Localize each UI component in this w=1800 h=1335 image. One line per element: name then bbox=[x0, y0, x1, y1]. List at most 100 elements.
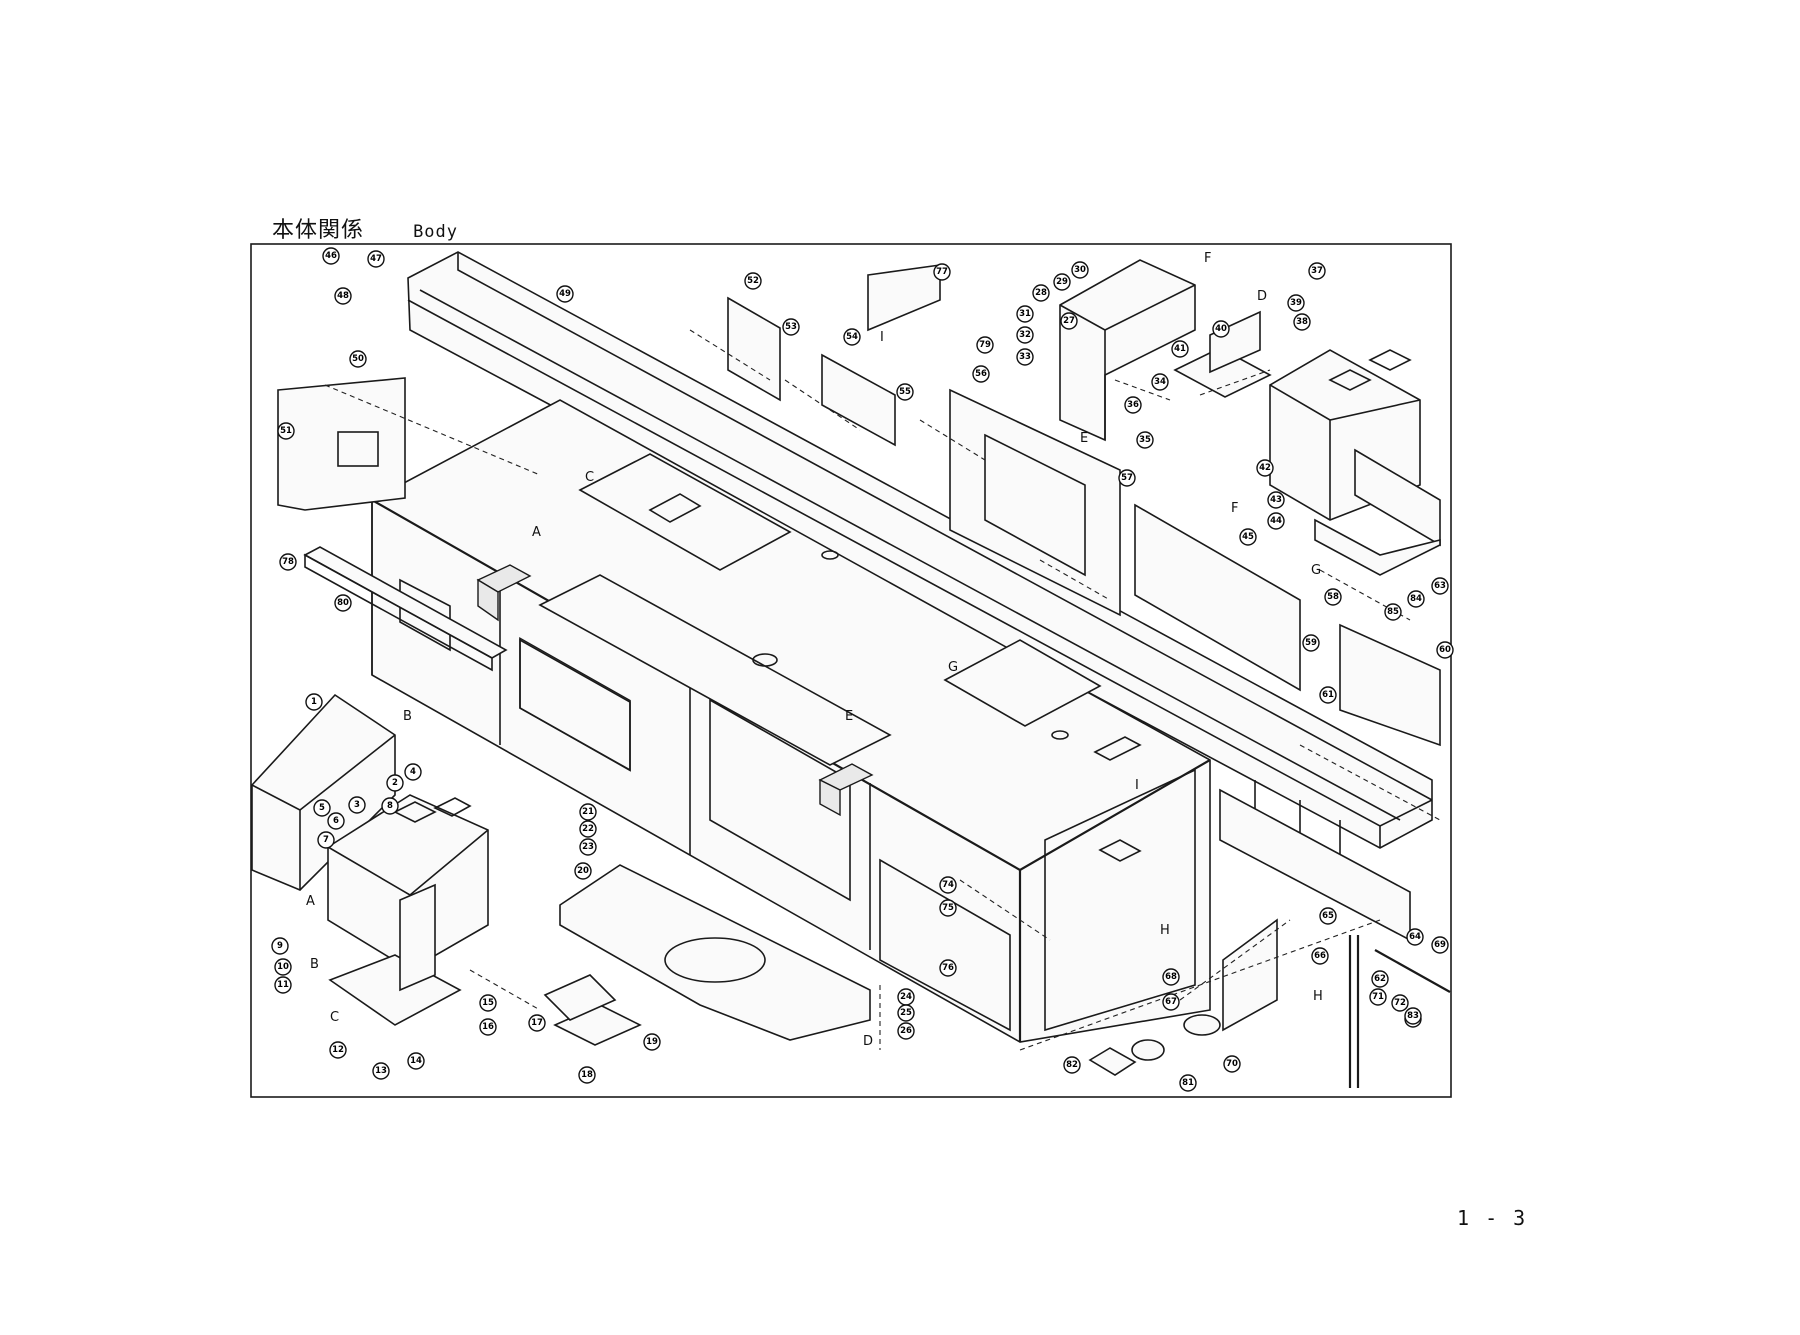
callout-label: 77 bbox=[936, 267, 948, 277]
callout-41: 41 bbox=[1172, 341, 1188, 357]
callout-label: 68 bbox=[1165, 972, 1177, 982]
callout-25: 25 bbox=[898, 1005, 914, 1021]
callout-label: 66 bbox=[1314, 951, 1326, 961]
page-number: 1 - 3 bbox=[1457, 1206, 1527, 1230]
callout-label: 6 bbox=[333, 816, 339, 826]
callout-label: 49 bbox=[559, 289, 571, 299]
callout-label: 27 bbox=[1063, 316, 1075, 326]
callout-label: 85 bbox=[1387, 607, 1399, 617]
tailstock-block bbox=[1270, 350, 1440, 575]
callout-label: 55 bbox=[899, 387, 911, 397]
callout-label: 61 bbox=[1322, 690, 1334, 700]
callout-21: 21 bbox=[580, 804, 596, 820]
callout-label: 59 bbox=[1305, 638, 1317, 648]
callout-16: 16 bbox=[480, 1019, 496, 1035]
callout-6: 6 bbox=[328, 813, 344, 829]
callout-label: 69 bbox=[1434, 940, 1446, 950]
callout-label: 11 bbox=[277, 980, 289, 990]
callout-32: 32 bbox=[1017, 327, 1033, 343]
callout-77: 77 bbox=[934, 264, 950, 280]
callout-15: 15 bbox=[480, 995, 496, 1011]
callout-label: 5 bbox=[319, 803, 325, 813]
callout-59: 59 bbox=[1303, 635, 1319, 651]
callout-label: 29 bbox=[1056, 277, 1068, 287]
callout-80: 80 bbox=[335, 595, 351, 611]
callout-58: 58 bbox=[1325, 589, 1341, 605]
callout-label: 76 bbox=[942, 963, 954, 973]
callout-label: 9 bbox=[277, 941, 283, 951]
callout-label: 7 bbox=[323, 835, 329, 845]
callout-label: 23 bbox=[582, 842, 594, 852]
callout-label: 82 bbox=[1066, 1060, 1078, 1070]
callout-13: 13 bbox=[373, 1063, 389, 1079]
callout-38: 38 bbox=[1294, 314, 1310, 330]
callout-label: 83 bbox=[1407, 1011, 1419, 1021]
callout-85: 85 bbox=[1385, 604, 1401, 620]
callout-76: 76 bbox=[940, 960, 956, 976]
callout-label: 24 bbox=[900, 992, 912, 1002]
callout-label: 70 bbox=[1226, 1059, 1238, 1069]
callout-label: 32 bbox=[1019, 330, 1031, 340]
callout-11: 11 bbox=[275, 977, 291, 993]
callout-26: 26 bbox=[898, 1023, 914, 1039]
callout-4: 4 bbox=[405, 764, 421, 780]
callout-label: 34 bbox=[1154, 377, 1166, 387]
callout-62: 62 bbox=[1372, 971, 1388, 987]
callout-label: 52 bbox=[747, 276, 759, 286]
callout-20: 20 bbox=[575, 863, 591, 879]
callout-47: 47 bbox=[368, 251, 384, 267]
callout-66: 66 bbox=[1312, 948, 1328, 964]
callout-label: 12 bbox=[332, 1045, 344, 1055]
reference-letter-b: B bbox=[403, 709, 412, 724]
callout-label: 75 bbox=[942, 903, 954, 913]
callout-53: 53 bbox=[783, 319, 799, 335]
reference-letter-c: C bbox=[585, 470, 594, 485]
callout-label: 62 bbox=[1374, 974, 1386, 984]
callout-71: 71 bbox=[1370, 989, 1386, 1005]
callout-39: 39 bbox=[1288, 295, 1304, 311]
reference-letter-h: H bbox=[1160, 923, 1170, 938]
callout-label: 4 bbox=[410, 767, 416, 777]
reference-letter-d: D bbox=[1257, 289, 1267, 304]
callout-68: 68 bbox=[1163, 969, 1179, 985]
callout-64: 64 bbox=[1407, 929, 1423, 945]
callout-44: 44 bbox=[1268, 513, 1284, 529]
callout-label: 31 bbox=[1019, 309, 1031, 319]
callout-label: 54 bbox=[846, 332, 858, 342]
callout-29: 29 bbox=[1054, 274, 1070, 290]
callout-label: 20 bbox=[577, 866, 589, 876]
callout-label: 13 bbox=[375, 1066, 387, 1076]
callout-label: 26 bbox=[900, 1026, 912, 1036]
callout-label: 74 bbox=[942, 880, 954, 890]
callout-label: 57 bbox=[1121, 473, 1133, 483]
callout-14: 14 bbox=[408, 1053, 424, 1069]
callout-78: 78 bbox=[280, 554, 296, 570]
reference-letter-i: I bbox=[880, 330, 884, 345]
callout-56: 56 bbox=[973, 366, 989, 382]
callout-2: 2 bbox=[387, 775, 403, 791]
callout-label: 80 bbox=[337, 598, 349, 608]
callout-9: 9 bbox=[272, 938, 288, 954]
callout-label: 30 bbox=[1074, 265, 1086, 275]
callout-34: 34 bbox=[1152, 374, 1168, 390]
callout-3: 3 bbox=[349, 797, 365, 813]
callout-52: 52 bbox=[745, 273, 761, 289]
callout-31: 31 bbox=[1017, 306, 1033, 322]
reference-letter-i: I bbox=[1135, 778, 1139, 793]
callout-label: 35 bbox=[1139, 435, 1151, 445]
callout-label: 64 bbox=[1409, 932, 1421, 942]
callout-45: 45 bbox=[1240, 529, 1256, 545]
callout-label: 14 bbox=[410, 1056, 422, 1066]
callout-8: 8 bbox=[382, 798, 398, 814]
callout-43: 43 bbox=[1268, 492, 1284, 508]
callout-label: 15 bbox=[482, 998, 494, 1008]
callout-label: 2 bbox=[392, 778, 398, 788]
callout-label: 28 bbox=[1035, 288, 1047, 298]
reference-letter-a: A bbox=[532, 525, 541, 540]
reference-letter-f: F bbox=[1204, 251, 1211, 266]
callout-label: 21 bbox=[582, 807, 594, 817]
callout-label: 41 bbox=[1174, 344, 1186, 354]
callout-label: 36 bbox=[1127, 400, 1139, 410]
callout-40: 40 bbox=[1213, 321, 1229, 337]
callout-label: 8 bbox=[387, 801, 393, 811]
